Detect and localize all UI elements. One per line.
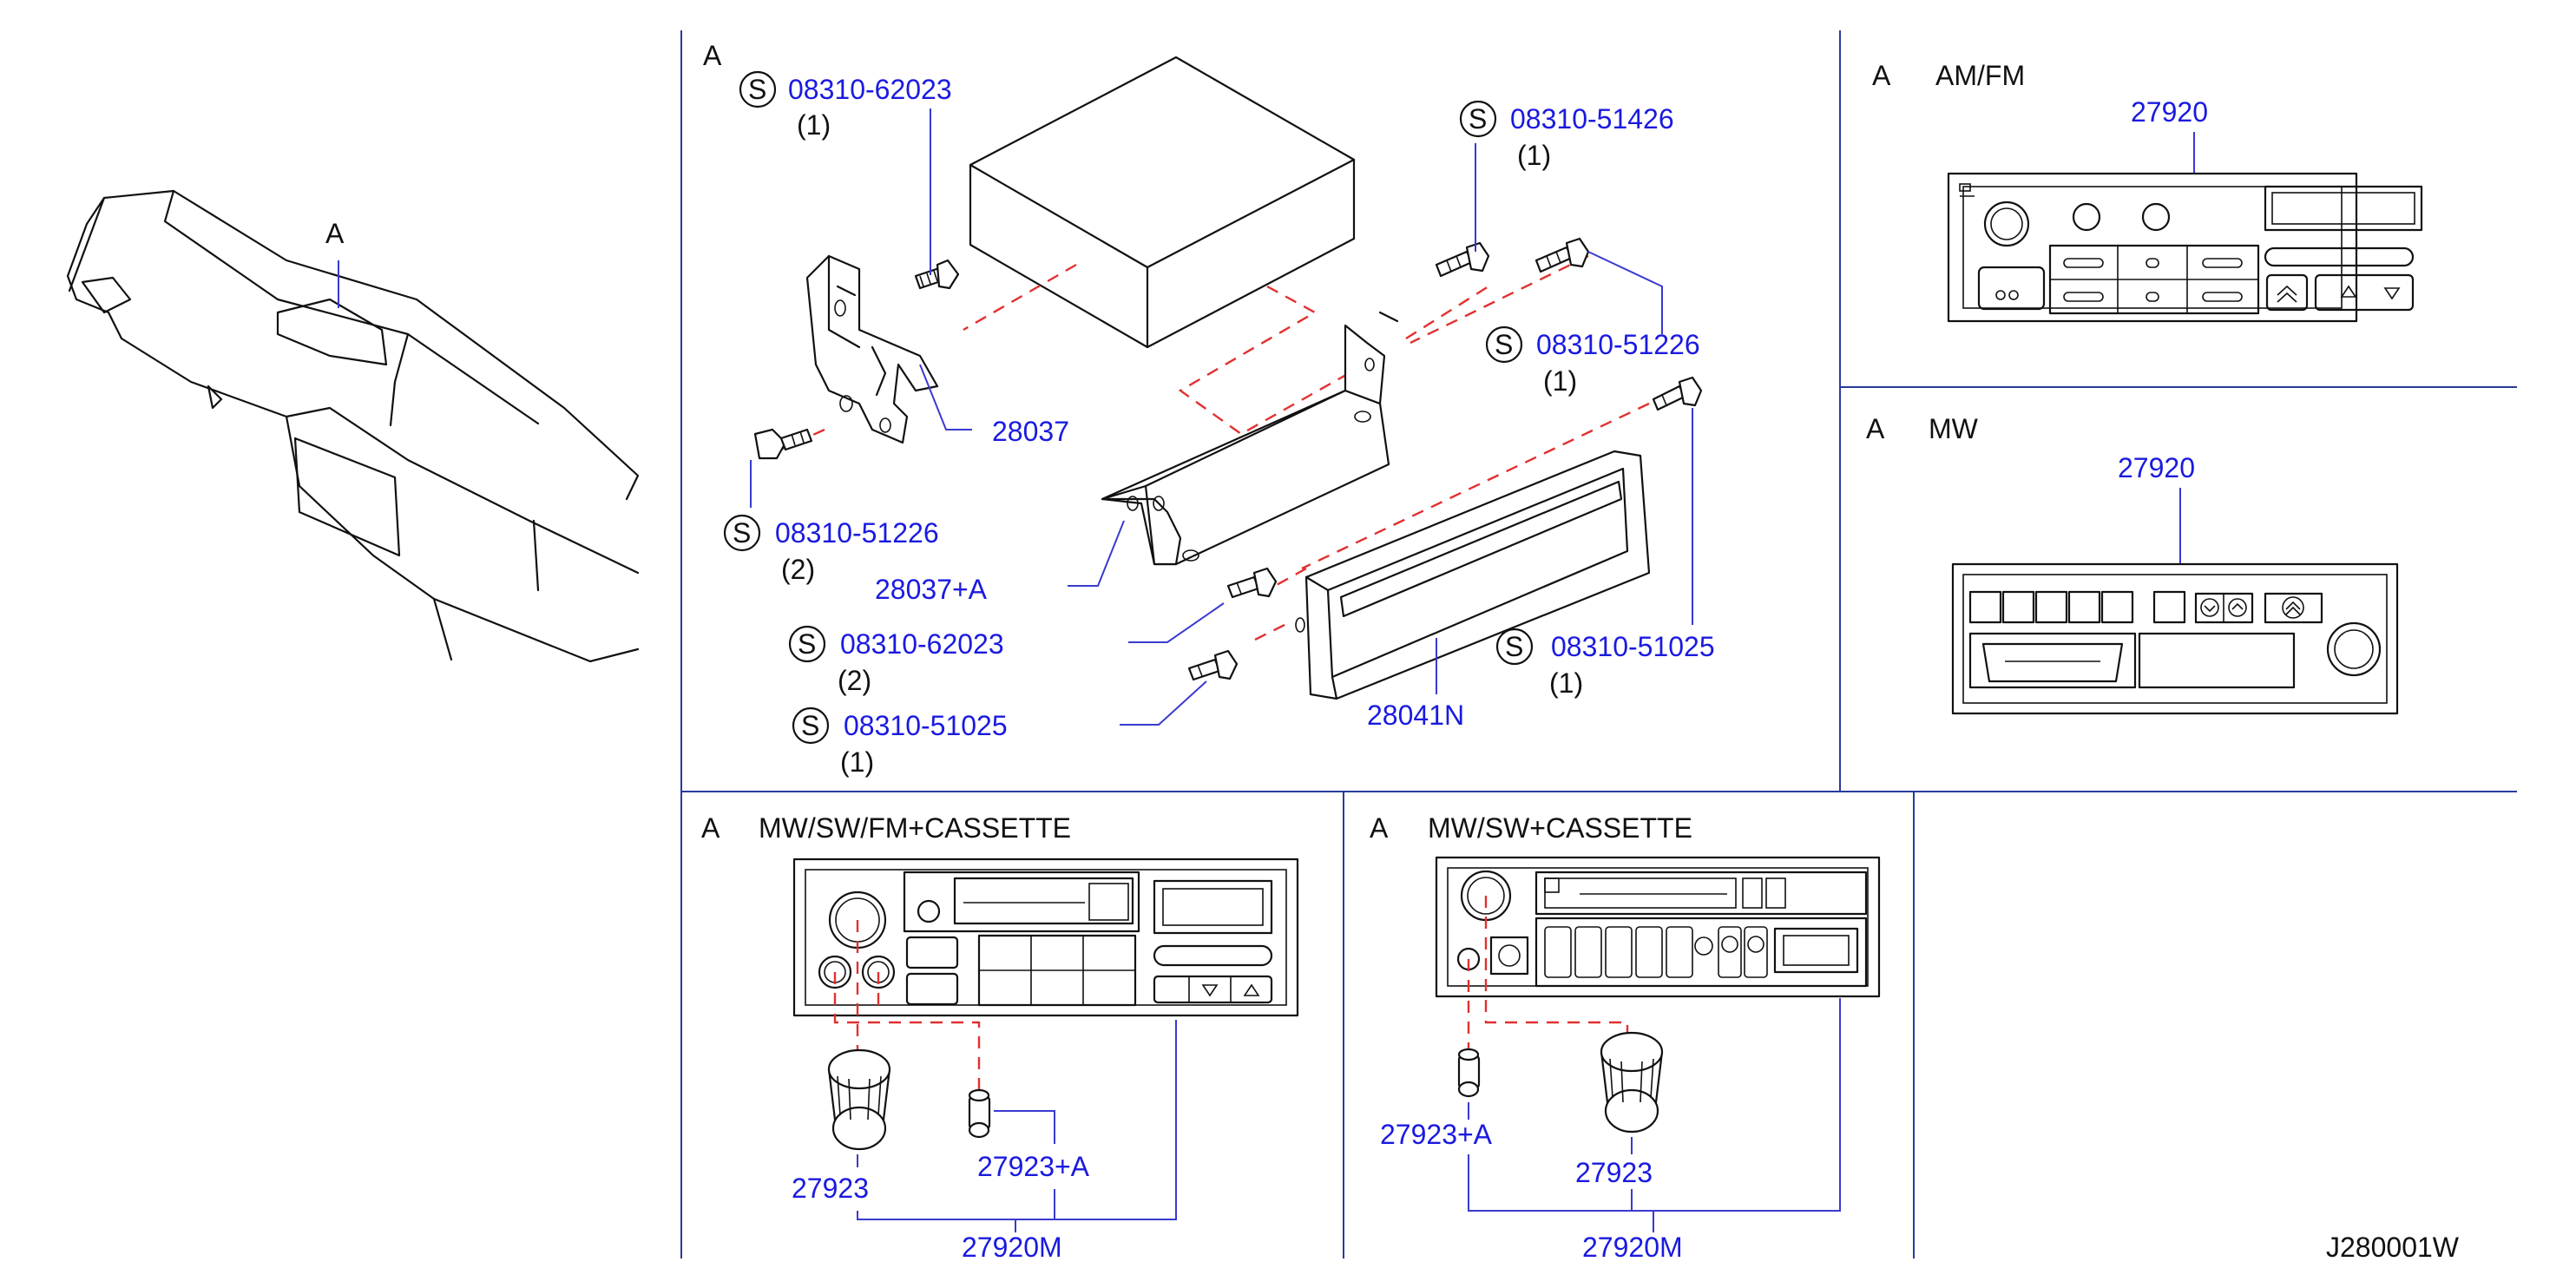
mwswfm-leaders	[857, 1020, 1177, 1232]
s-code: S	[1495, 329, 1513, 360]
s-code: S	[733, 517, 751, 549]
part-qty: (1)	[797, 109, 831, 141]
mwsw-title: MW/SW+CASSETTE	[1428, 812, 1692, 844]
part-s-right-low: S 08310-51025 (1)	[1495, 628, 1715, 699]
part-number: 08310-51025	[1551, 631, 1715, 662]
main-leader-lines	[750, 108, 1693, 726]
mwsw-knob-27923a	[1457, 1048, 1481, 1098]
mwsw-unit-part: 27920M	[1582, 1232, 1683, 1263]
radio-body-box	[969, 56, 1356, 349]
mw-part-number: 27920	[2118, 452, 2195, 483]
part-qty: (1)	[1543, 365, 1577, 397]
panel-mw: A MW 27920	[1866, 413, 2399, 715]
main-exploded-panel: A	[703, 40, 1715, 778]
main-view-label: A	[703, 40, 722, 71]
part-qty: (2)	[781, 554, 815, 585]
screw-low-center	[1226, 567, 1278, 599]
left-bracket-28037	[805, 254, 939, 444]
mwsw-view-label: A	[1370, 812, 1389, 844]
panel-mwsw-cassette: A MW/SW+CASSETTE	[1370, 812, 1881, 1263]
screw-right-low	[1652, 376, 1703, 411]
panel-dividers	[680, 30, 2517, 1258]
part-s-top-left: S 08310-62023 (1)	[739, 70, 952, 141]
mwswfm-view-label: A	[701, 812, 720, 844]
mw-radio-face	[1951, 562, 2399, 715]
part-qty: (1)	[840, 746, 874, 778]
s-code: S	[798, 628, 816, 660]
part-s-left-mid: S 08310-51226 (2)	[723, 514, 939, 585]
s-code: S	[1505, 631, 1523, 662]
amfm-part-number: 27920	[2131, 96, 2208, 128]
mwswfm-knob-a-part: 27923+A	[977, 1151, 1090, 1182]
mw-view-label: A	[1866, 413, 1885, 444]
mwswfm-knob-27923	[827, 1048, 891, 1151]
part-s-bottom-left: S 08310-51025 (1)	[792, 706, 1008, 778]
mwswfm-radio-face	[792, 858, 1299, 1017]
part-number: 08310-51226	[1536, 329, 1700, 360]
part-number: 08310-62023	[788, 74, 952, 105]
mwsw-knob-27923	[1600, 1031, 1664, 1134]
amfm-radio-face	[1947, 172, 2423, 323]
part-qty: (2)	[838, 665, 871, 696]
mwsw-radio-face	[1435, 856, 1881, 998]
mwswfm-title: MW/SW/FM+CASSETTE	[759, 812, 1071, 844]
panel-amfm: A AM/FM 27920	[1872, 60, 2423, 323]
screw-low-left	[1187, 649, 1239, 681]
s-code: S	[801, 710, 819, 741]
part-s-top-right: S 08310-51426 (1)	[1459, 100, 1674, 171]
mw-title: MW	[1929, 413, 1979, 444]
mwswfm-knob-part: 27923	[792, 1173, 869, 1204]
mwswfm-knob-27923a	[968, 1088, 991, 1139]
panel-mwswfm-cassette: A MW/SW/FM+CASSETTE	[701, 812, 1299, 1263]
amfm-view-label: A	[1872, 60, 1891, 91]
part-28037: 28037	[992, 416, 1069, 447]
s-code: S	[1469, 103, 1487, 135]
part-number: 08310-62023	[840, 628, 1004, 660]
screw-top-right-b	[1534, 237, 1590, 273]
part-number: 08310-51426	[1510, 103, 1674, 135]
dashboard-overview: A	[66, 189, 640, 663]
part-qty: (1)	[1549, 667, 1583, 699]
screw-top-right-a	[1435, 241, 1490, 278]
part-number: 08310-51025	[844, 710, 1008, 741]
mwsw-knob-a-part: 27923+A	[1380, 1119, 1493, 1150]
mwswfm-hidden-lines	[833, 920, 981, 1089]
mwsw-leaders	[1468, 998, 1841, 1232]
part-28037a: 28037+A	[875, 574, 988, 605]
screw-top-left	[914, 259, 960, 290]
overview-view-label: A	[325, 218, 345, 249]
s-code: S	[748, 74, 766, 105]
part-number: 08310-51226	[775, 517, 939, 549]
center-bracket-28037a	[1101, 311, 1399, 566]
screw-left-mid	[753, 428, 813, 460]
bezel-28041n	[1295, 450, 1651, 700]
mwsw-knob-part: 27923	[1575, 1157, 1653, 1188]
part-s-low-left: S 08310-62023 (2)	[788, 625, 1004, 696]
diagram-id: J280001W	[2326, 1232, 2460, 1263]
part-28041n: 28041N	[1367, 700, 1464, 731]
part-s-right-mid: S 08310-51226 (1)	[1485, 325, 1700, 397]
part-qty: (1)	[1517, 140, 1551, 171]
mwswfm-unit-part: 27920M	[962, 1232, 1062, 1263]
amfm-title: AM/FM	[1935, 60, 2025, 91]
